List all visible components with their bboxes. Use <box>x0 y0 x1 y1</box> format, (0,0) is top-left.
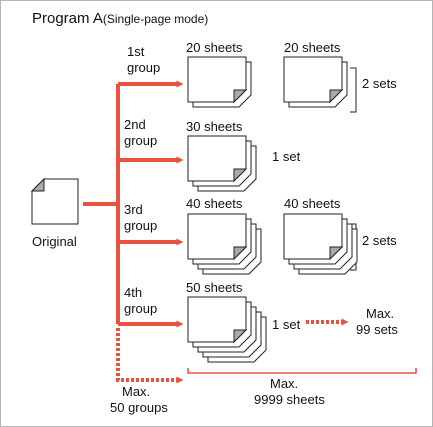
group-3-stack-1-sheets: 40 sheets <box>186 196 243 211</box>
group-3-stack-1 <box>187 213 262 275</box>
group-1-bracket <box>350 67 357 113</box>
page-fold-corner <box>233 246 248 261</box>
group-2-stack-1-sheets: 30 sheets <box>186 119 243 134</box>
group-2-label-line2: group <box>124 133 158 148</box>
diagram-title: Program A(Single-page mode) <box>32 10 208 28</box>
group-4-stack-1 <box>187 296 267 363</box>
title-mode: (Single-page mode) <box>102 12 209 26</box>
group-4-sets: 1 set <box>272 317 301 332</box>
max-sheets-line2: 9999 sheets <box>254 392 325 407</box>
page-fold-corner <box>233 168 248 183</box>
max-groups-arrow <box>116 328 184 384</box>
max-sheets-line1: Max. <box>270 376 299 391</box>
page-fold-corner <box>329 246 344 261</box>
group-4-label-line2: group <box>124 301 158 316</box>
group-3-stack-2-sheets: 40 sheets <box>284 196 341 211</box>
title-main: Program A <box>32 10 103 27</box>
original-label: Original <box>32 234 77 249</box>
max-groups-line1: Max. <box>122 384 151 399</box>
paper-stacks <box>187 56 358 363</box>
page-fold-corner <box>233 329 248 344</box>
dotted-arrows <box>116 318 349 384</box>
group-1-sets: 2 sets <box>362 76 397 91</box>
group-3-label-line1: 3rd <box>124 202 143 217</box>
group-1-stack-2-sheets: 20 sheets <box>284 40 341 55</box>
max-sheets-bracket <box>187 368 417 374</box>
group-arrows <box>83 80 184 328</box>
group-2-stack-1 <box>187 135 257 192</box>
group-4-label-line1: 4th <box>124 285 143 300</box>
max-sets-line2: 99 sets <box>356 322 398 337</box>
group-1-stack-1 <box>187 56 252 108</box>
group-1-stack-2 <box>283 56 348 108</box>
max-sets-line1: Max. <box>366 306 395 321</box>
group-1-stack-1-sheets: 20 sheets <box>186 40 243 55</box>
page-fold-corner <box>329 89 344 104</box>
group-4-stack-1-sheets: 50 sheets <box>186 280 243 295</box>
group-2-sets: 1 set <box>272 149 301 164</box>
group-1-label-line2: group <box>127 60 161 75</box>
page-fold-corner <box>233 89 248 104</box>
group-2-label-line1: 2nd <box>124 117 146 132</box>
group-3-label-line2: group <box>124 218 158 233</box>
group-3-stack-2 <box>283 213 358 275</box>
original-document-icon <box>30 177 79 225</box>
max-groups-line2: 50 groups <box>110 400 168 415</box>
group-3-sets: 2 sets <box>362 233 397 248</box>
group-1-label-line1: 1st <box>127 44 145 59</box>
